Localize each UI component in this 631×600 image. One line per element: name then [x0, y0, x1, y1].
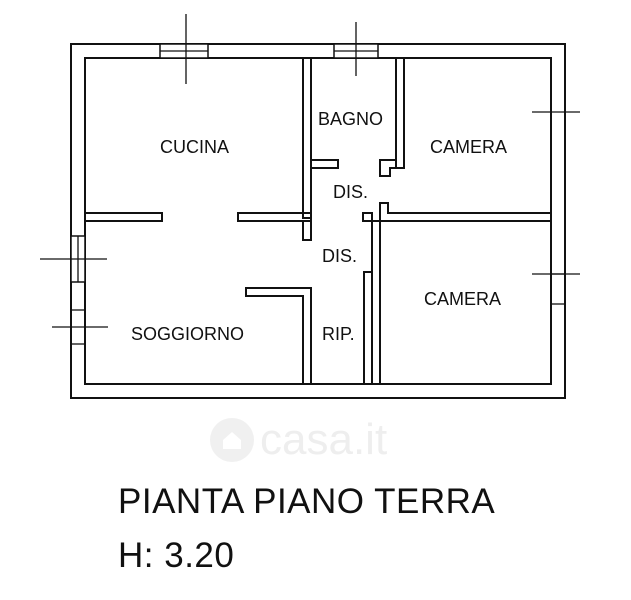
watermark: casa.it [210, 410, 430, 470]
watermark-text: casa.it [260, 415, 388, 464]
left-window [40, 235, 108, 345]
room-label-soggiorno: SOGGIORNO [131, 324, 244, 344]
top-left-window [159, 14, 209, 84]
top-center-window [333, 22, 379, 76]
interior-walls [85, 57, 552, 385]
house-icon [210, 418, 254, 462]
room-label-rip: RIP. [322, 324, 355, 344]
plan-title: PIANTA PIANO TERRA [118, 482, 496, 521]
right-window-markers [532, 111, 580, 305]
room-label-dis-center: DIS. [322, 246, 357, 266]
room-label-camera-top: CAMERA [430, 137, 507, 157]
room-label-bagno: BAGNO [318, 109, 383, 129]
room-label-dis-top: DIS. [333, 182, 368, 202]
room-label-cucina: CUCINA [160, 137, 229, 157]
ceiling-height: H: 3.20 [118, 536, 235, 575]
room-label-camera-bottom: CAMERA [424, 289, 501, 309]
